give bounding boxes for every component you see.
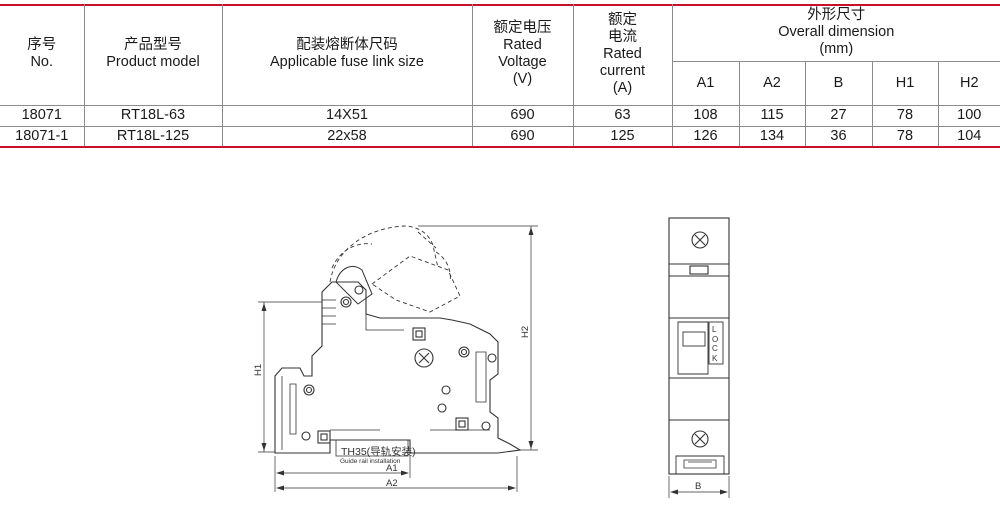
spec-table: 序号 No. 产品型号 Product model 配装熔断体尺码 Applic… — [0, 4, 1000, 146]
header-current-cn2: 电流 — [608, 28, 637, 45]
dimension-lines — [258, 225, 538, 492]
header-no: 序号 No. — [0, 4, 84, 105]
table-bottom-rule — [0, 146, 1000, 148]
header-voltage-en2: Voltage — [498, 54, 547, 71]
side-view — [274, 225, 522, 457]
front-view — [668, 217, 730, 475]
dim-a2-label: A2 — [386, 478, 398, 489]
header-fuse-en: Applicable fuse link size — [270, 54, 424, 71]
header-current-unit: (A) — [612, 79, 633, 96]
cell-fuse: 22x58 — [221, 125, 472, 146]
header-dimension-cn: 外形尺寸 — [807, 6, 866, 23]
cell-a2: 115 — [738, 104, 805, 126]
front-dimension-lines — [668, 476, 730, 498]
cell-a1: 126 — [671, 125, 739, 146]
cell-b: 36 — [804, 125, 872, 146]
header-voltage-en1: Rated — [503, 37, 542, 54]
header-current-cn1: 额定 — [608, 11, 637, 28]
rail-label-en: Guide rail installation — [340, 458, 401, 465]
header-model: 产品型号 Product model — [83, 4, 222, 105]
cell-no: 18071 — [0, 104, 84, 126]
header-no-cn: 序号 — [27, 37, 57, 54]
cell-h1: 78 — [871, 125, 938, 146]
header-fuse: 配装熔断体尺码 Applicable fuse link size — [221, 4, 472, 105]
header-current: 额定 电流 Rated current (A) — [572, 4, 672, 105]
dim-h1-label: H1 — [253, 364, 264, 376]
header-row-2: A1 A2 B H1 H2 — [0, 60, 1000, 105]
body-outline — [274, 281, 522, 454]
cell-voltage: 690 — [471, 125, 573, 146]
table-row: 18071-1 RT18L-125 22x58 690 125 126 134 … — [0, 125, 1000, 146]
header-voltage-unit: (V) — [512, 71, 533, 88]
lock-letter-l: L — [712, 325, 717, 334]
header-current-en2: current — [599, 62, 646, 79]
header-model-cn: 产品型号 — [124, 37, 182, 54]
cell-h2: 104 — [937, 125, 1000, 146]
lock-letter-k: K — [712, 354, 718, 363]
open-lever-outline — [329, 225, 461, 313]
header-a1: A1 — [671, 60, 739, 105]
dim-a1-label: A1 — [386, 463, 398, 474]
header-h1: H1 — [871, 60, 938, 105]
cell-model: RT18L-63 — [83, 104, 222, 126]
header-fuse-cn: 配装熔断体尺码 — [296, 37, 398, 54]
cell-current: 125 — [572, 125, 672, 146]
dim-b-label: B — [695, 481, 701, 492]
table-row: 18071 RT18L-63 14X51 690 63 108 115 27 7… — [0, 104, 1000, 126]
header-h2: H2 — [937, 60, 1000, 105]
header-b: B — [804, 60, 872, 105]
header-row-1: 序号 No. 产品型号 Product model 配装熔断体尺码 Applic… — [0, 4, 1000, 105]
cell-model: RT18L-125 — [83, 125, 222, 146]
dimension-arrows — [261, 227, 534, 491]
lock-letter-o: O — [712, 335, 718, 344]
header-no-en: No. — [30, 54, 54, 71]
rail-label-cn: TH35(导轨安装) — [341, 445, 416, 458]
cell-voltage: 690 — [471, 104, 573, 126]
dim-h2-label: H2 — [520, 326, 531, 338]
front-dimension-arrows — [670, 489, 728, 495]
cell-a1: 108 — [671, 104, 739, 126]
cell-b: 27 — [804, 104, 872, 126]
cell-h1: 78 — [871, 104, 938, 126]
header-dimension-unit: (mm) — [819, 40, 854, 57]
cell-fuse: 14X51 — [221, 104, 472, 126]
lock-letter-c: C — [712, 344, 718, 353]
header-voltage-cn: 额定电压 — [493, 20, 552, 37]
cell-current: 63 — [572, 104, 672, 126]
header-a2: A2 — [738, 60, 805, 105]
header-dimension-en: Overall dimension — [778, 23, 895, 40]
cell-h2: 100 — [937, 104, 1000, 126]
cell-no: 18071-1 — [0, 125, 84, 146]
header-dimension: 外形尺寸 Overall dimension (mm) — [671, 4, 1000, 61]
header-voltage: 额定电压 Rated Voltage (V) — [471, 4, 573, 105]
header-model-en: Product model — [106, 54, 200, 71]
header-current-en1: Rated — [603, 45, 642, 62]
cell-a2: 134 — [738, 125, 805, 146]
